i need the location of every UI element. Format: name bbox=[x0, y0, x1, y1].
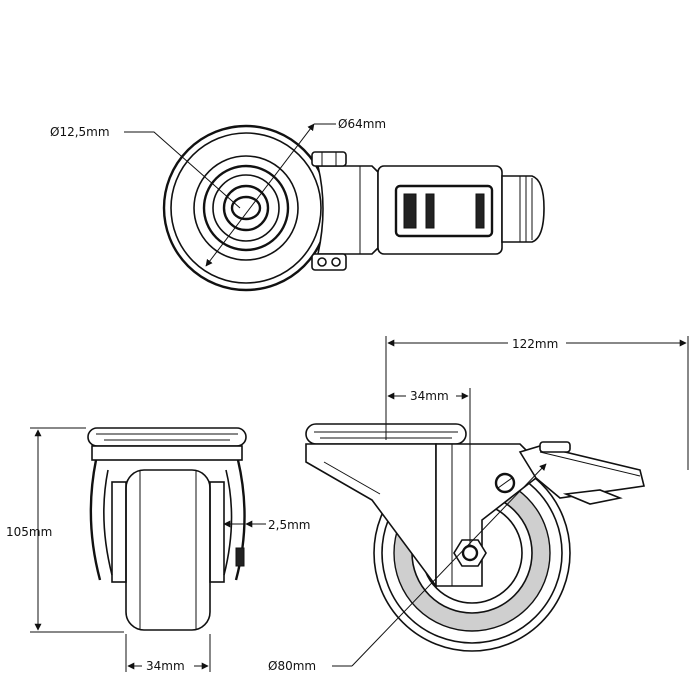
side-gap-label: 2,5mm bbox=[268, 518, 310, 532]
axle-diameter-label: Ø12,5mm bbox=[50, 125, 110, 139]
brake-pivot bbox=[494, 472, 516, 494]
brake-slot-2 bbox=[425, 193, 435, 229]
fork-leg-left bbox=[89, 459, 102, 581]
side-view: 122mm 34mm Ø80mm bbox=[268, 334, 689, 673]
pivot-slot bbox=[497, 477, 513, 489]
fork-leg-inner-right bbox=[223, 469, 233, 576]
side-fork-arm bbox=[305, 443, 437, 589]
front-top-plate bbox=[87, 427, 247, 447]
wheel-side-right bbox=[209, 481, 225, 583]
total-length-label: 122mm bbox=[512, 337, 558, 351]
nut-detail bbox=[317, 257, 327, 267]
length-label-bg bbox=[508, 334, 566, 352]
brake-pedal-tip bbox=[501, 175, 545, 243]
brake-shoe bbox=[562, 489, 623, 505]
top-plate-outer bbox=[162, 124, 330, 292]
plate-diameter-label: Ø64mm bbox=[338, 117, 386, 131]
side-axle-nut bbox=[453, 539, 487, 567]
wheel-side-left bbox=[111, 481, 127, 583]
lever-grip bbox=[539, 441, 571, 453]
fork-body bbox=[316, 165, 379, 255]
nut-detail bbox=[331, 257, 341, 267]
top-plate-ring-1 bbox=[193, 155, 299, 261]
wheel-width-label: 34mm bbox=[146, 659, 185, 673]
offset-label: 34mm bbox=[410, 389, 449, 403]
front-wheel bbox=[125, 469, 211, 631]
plate-diameter-line bbox=[205, 123, 315, 267]
offset-label-bg bbox=[406, 386, 456, 404]
fork-leg-right bbox=[234, 459, 246, 581]
bottom-nut bbox=[311, 253, 347, 271]
height-label: 105mm bbox=[6, 525, 52, 539]
top-view: Ø12,5mm Ø64mm bbox=[50, 117, 545, 292]
top-bolt bbox=[311, 151, 347, 167]
front-view: 105mm 2,5mm 34mm bbox=[6, 427, 310, 674]
top-plate-ring-2 bbox=[202, 164, 290, 252]
wheel-diameter-line bbox=[351, 463, 547, 667]
lever-edge bbox=[539, 451, 641, 477]
brake-window bbox=[394, 184, 494, 238]
width-label-bg bbox=[142, 656, 194, 674]
brake-slot-1 bbox=[403, 193, 417, 229]
fork-arm-edge bbox=[323, 461, 381, 495]
brake-slot-3 bbox=[475, 193, 485, 229]
axle-nut bbox=[235, 547, 245, 567]
wheel-diameter-label: Ø80mm bbox=[268, 659, 316, 673]
fork-leg-inner-left bbox=[103, 469, 113, 576]
front-neck bbox=[91, 445, 243, 461]
